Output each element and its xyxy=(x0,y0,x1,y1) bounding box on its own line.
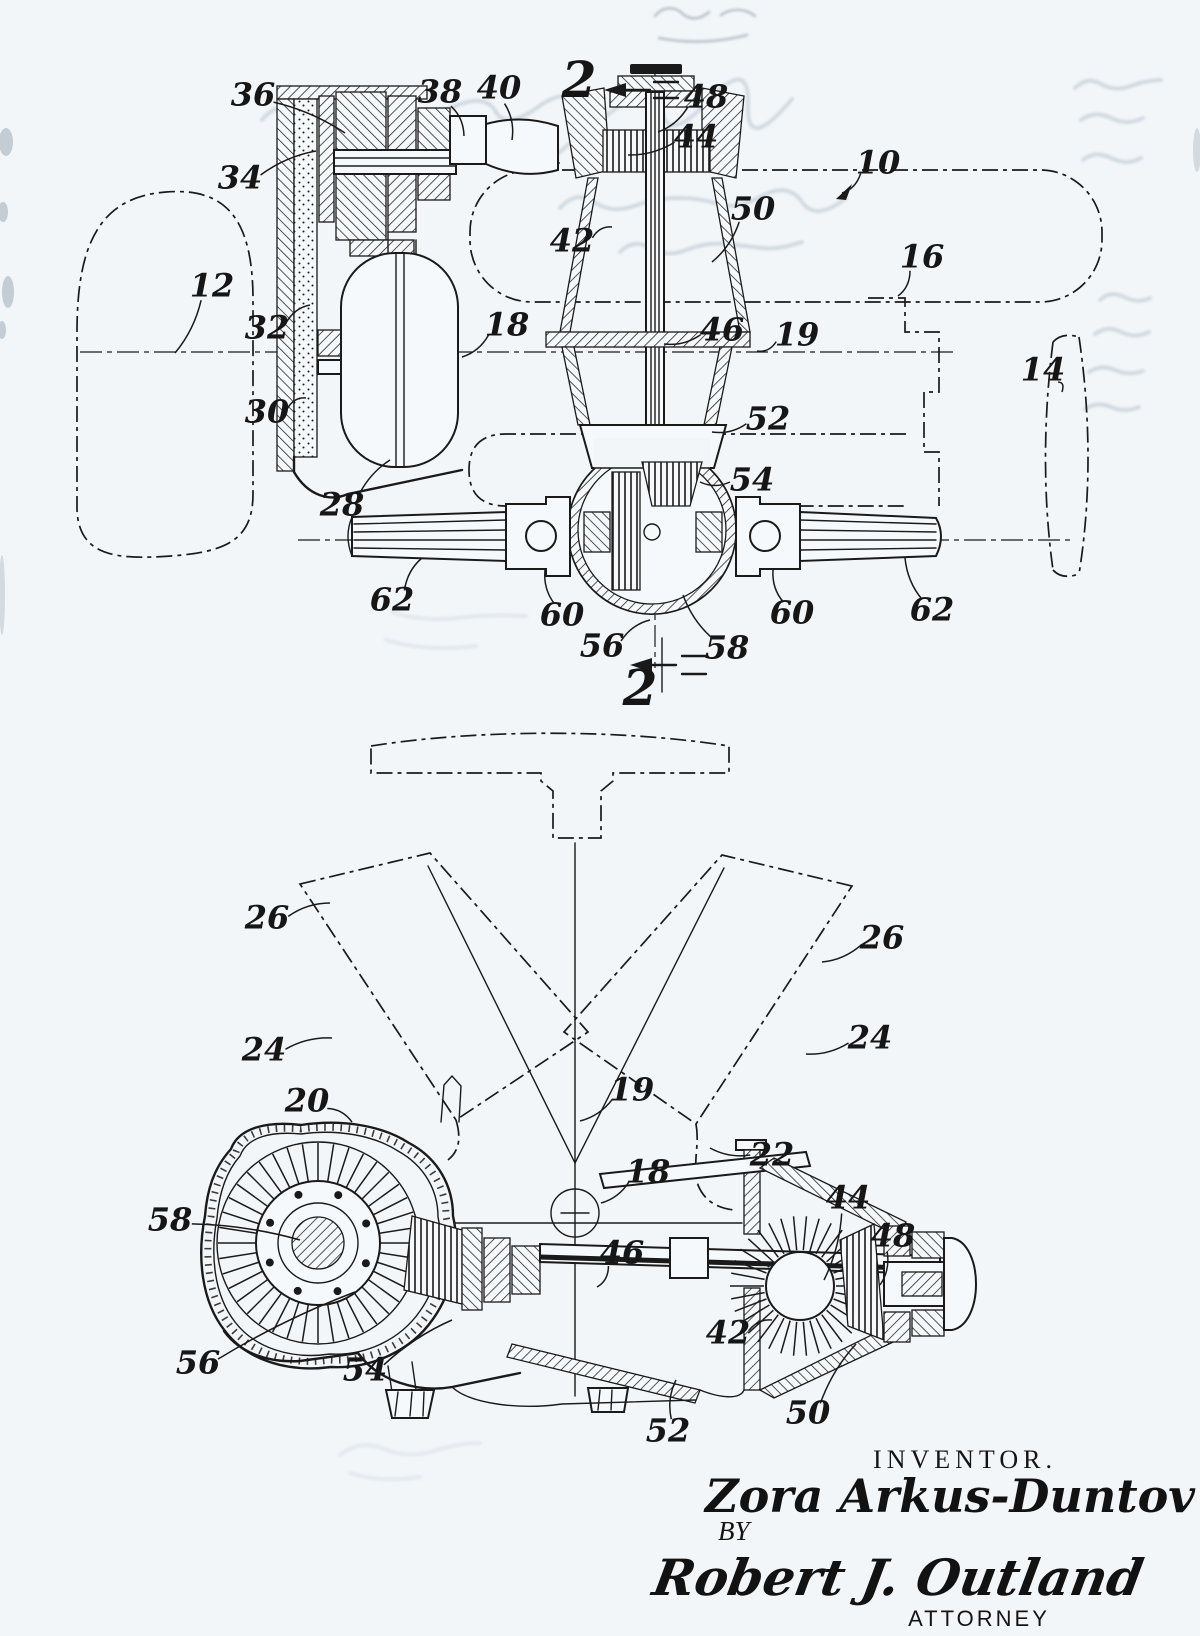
attorney-heading: ATTORNEY xyxy=(908,1606,1050,1631)
engine-lower-lines xyxy=(447,1119,735,1211)
ref-numeral-24: 24 xyxy=(847,1019,893,1057)
ref-numeral-62: 62 xyxy=(910,591,955,629)
engine-phantom-10 xyxy=(469,169,1103,303)
pinion-cone-54 xyxy=(403,1215,463,1305)
engine-v-lines xyxy=(427,865,725,1164)
engine-bank-right-26 xyxy=(562,854,854,1126)
ref-numeral-58: 58 xyxy=(705,629,750,667)
torque-converter-28 xyxy=(340,252,459,468)
handwriting-artifact xyxy=(338,1441,482,1482)
ref-numeral-19: 19 xyxy=(775,316,820,354)
ref-numeral-40: 40 xyxy=(477,69,522,107)
ref-numeral-50: 50 xyxy=(786,1394,831,1432)
ref-numeral-18: 18 xyxy=(626,1153,671,1191)
ref-numeral-42: 42 xyxy=(706,1314,751,1352)
wheel-outline-14 xyxy=(1044,334,1089,578)
ref-numeral-44: 44 xyxy=(674,118,719,156)
handwriting-artifact xyxy=(1083,292,1152,412)
section-marker-bottom xyxy=(630,637,708,693)
differential-housing xyxy=(567,438,737,615)
ref-numeral-46: 46 xyxy=(600,1234,645,1272)
bolt-circle xyxy=(265,1190,371,1296)
ref-numeral-12: 12 xyxy=(190,267,235,305)
axle-shafts xyxy=(347,496,942,577)
end-cap-48 xyxy=(943,1237,977,1331)
ref-numeral-42: 42 xyxy=(550,222,595,260)
ref-numeral-28: 28 xyxy=(319,486,365,524)
right-axle-shaft-62 xyxy=(799,510,942,563)
ref-numeral-58: 58 xyxy=(148,1201,193,1239)
ref-numeral-54: 54 xyxy=(343,1351,388,1389)
inventor-heading: INVENTOR. xyxy=(873,1445,1057,1474)
ref-numeral-62: 62 xyxy=(370,581,415,619)
ref-numeral-20: 20 xyxy=(284,1082,330,1120)
handwriting-artifact xyxy=(384,610,528,650)
oil-pan-52 xyxy=(222,1329,745,1419)
handwriting-artifact xyxy=(558,188,848,213)
pinion-gear-54 xyxy=(641,461,703,507)
ref-numeral-18: 18 xyxy=(485,306,530,344)
ref-numeral-60: 60 xyxy=(540,596,585,634)
ref-numeral-2: 2 xyxy=(622,658,658,717)
signature-block: INVENTOR. Zora Arkus-Duntov BY Robert J.… xyxy=(647,1445,1197,1631)
handwriting-artifact xyxy=(1073,78,1163,164)
ref-numeral-38: 38 xyxy=(418,73,463,111)
ring-gear xyxy=(611,471,641,591)
ref-numeral-30: 30 xyxy=(245,393,290,431)
ref-numeral-60: 60 xyxy=(770,594,815,632)
cross-member-phantom xyxy=(370,732,730,839)
ref-numeral-46: 46 xyxy=(700,311,745,349)
ref-numeral-19: 19 xyxy=(610,1071,655,1109)
ref-numeral-52: 52 xyxy=(746,400,791,438)
ref-numeral-56: 56 xyxy=(176,1344,221,1382)
ref-numeral-26: 26 xyxy=(244,899,290,937)
ref-numeral-36: 36 xyxy=(231,76,276,114)
ref-numeral-50: 50 xyxy=(731,190,776,228)
ref-numeral-2: 2 xyxy=(561,50,597,109)
ref-numeral-54: 54 xyxy=(730,461,775,499)
edge-smudge xyxy=(0,321,6,339)
ref-numeral-48: 48 xyxy=(871,1217,916,1255)
ref-numeral-56: 56 xyxy=(580,627,625,665)
ref-numeral-34: 34 xyxy=(218,159,263,197)
bracket-phantom-16 xyxy=(868,297,940,506)
center-hub xyxy=(291,1216,345,1270)
engine-bank-left-26 xyxy=(298,852,590,1122)
ref-numeral-22: 22 xyxy=(749,1136,795,1174)
edge-smudge xyxy=(1193,128,1200,172)
shaft-coupling xyxy=(669,1237,709,1279)
ref-numeral-10: 10 xyxy=(856,144,901,182)
frame-phantom xyxy=(468,433,906,507)
output-tower-assembly xyxy=(545,64,751,473)
ref-numeral-24: 24 xyxy=(241,1031,287,1069)
edge-smudge xyxy=(0,202,8,222)
ref-numeral-52: 52 xyxy=(646,1412,691,1450)
bevel-gear-case xyxy=(598,1139,977,1399)
edge-smudge xyxy=(0,555,5,635)
attorney-signature: Robert J. Outland xyxy=(647,1548,1148,1607)
inventor-name: Zora Arkus-Duntov xyxy=(703,1469,1196,1523)
ref-numeral-26: 26 xyxy=(859,919,905,957)
section-marker-top xyxy=(604,80,680,100)
ref-numeral-16: 16 xyxy=(900,238,945,276)
pivot-circle-18 xyxy=(550,1188,600,1238)
ref-numeral-32: 32 xyxy=(245,309,290,347)
tire-outline-12 xyxy=(76,190,254,559)
by-label: BY xyxy=(718,1516,752,1546)
ref-numeral-48: 48 xyxy=(684,78,729,116)
left-axle-shaft-62 xyxy=(351,510,507,563)
ref-numeral-44: 44 xyxy=(826,1179,871,1217)
handwriting-artifact xyxy=(653,6,757,43)
edge-smudge xyxy=(2,276,14,308)
ref-numeral-14: 14 xyxy=(1021,351,1066,389)
final-drive-housing xyxy=(200,1074,541,1393)
edge-smudge xyxy=(0,128,13,156)
